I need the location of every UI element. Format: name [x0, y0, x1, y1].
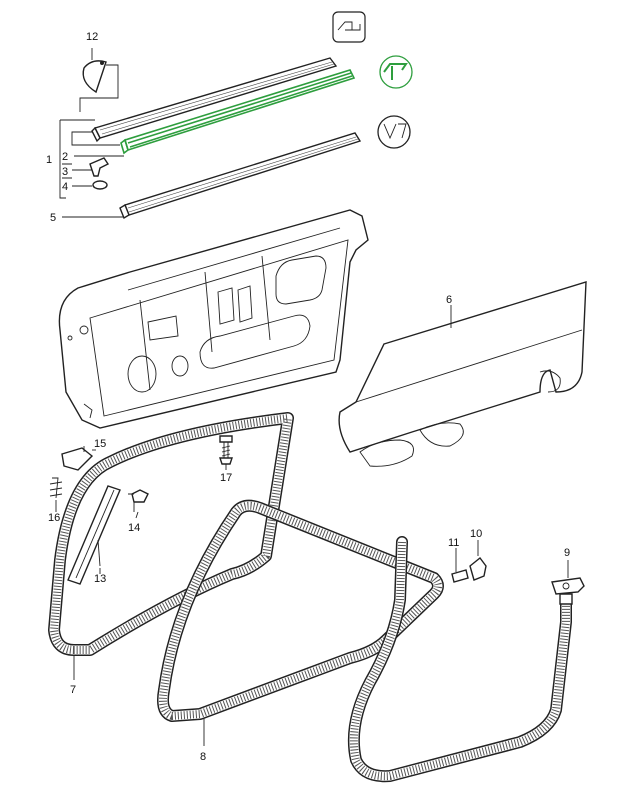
callout-13: 13 [94, 573, 106, 585]
door-shell [58, 209, 369, 429]
screw-part-14 [128, 489, 149, 512]
callout-7: 7 [70, 684, 76, 696]
callout-6: 6 [446, 294, 452, 306]
callout-2: 2 [62, 151, 68, 163]
callout-5: 5 [50, 212, 56, 224]
clip-part [72, 157, 110, 177]
mirror-cap-part [79, 48, 119, 112]
callout-11: 11 [448, 537, 459, 549]
callout-16: 16 [48, 512, 60, 524]
callout-9: 9 [564, 547, 570, 559]
screw-part-17 [219, 435, 233, 465]
leader-14 [135, 511, 139, 519]
callout-1: 1 [46, 154, 52, 166]
callout-10: 10 [470, 528, 482, 540]
group-bracket [59, 119, 120, 199]
door-vapor-barrier-sheet [338, 281, 587, 467]
grommet-part [72, 180, 108, 190]
door-seal-rear [347, 536, 572, 783]
door-sill-seal-strip [119, 132, 362, 220]
bump-stop-part-10 [469, 540, 487, 581]
callout-14: 14 [128, 522, 140, 534]
callout-12: 12 [86, 31, 98, 43]
callout-17: 17 [220, 472, 232, 484]
callout-3: 3 [62, 166, 68, 178]
callout-8: 8 [200, 751, 206, 763]
bolt-part-11 [451, 548, 469, 583]
seal-end-bracket-part-9 [551, 560, 585, 605]
profile-icon-upper [332, 11, 366, 43]
profile-icon-lower [377, 115, 411, 149]
window-guide-strip [67, 485, 121, 585]
window-channel-lower-highlighted[interactable] [120, 69, 356, 155]
leader-small [62, 163, 72, 179]
window-channel-upper [91, 57, 338, 143]
screw-part-16 [49, 477, 63, 512]
profile-icon-middle-highlighted [379, 55, 413, 89]
callout-4: 4 [62, 181, 68, 193]
bracket-part-15 [61, 447, 96, 471]
callout-15: 15 [94, 438, 106, 450]
